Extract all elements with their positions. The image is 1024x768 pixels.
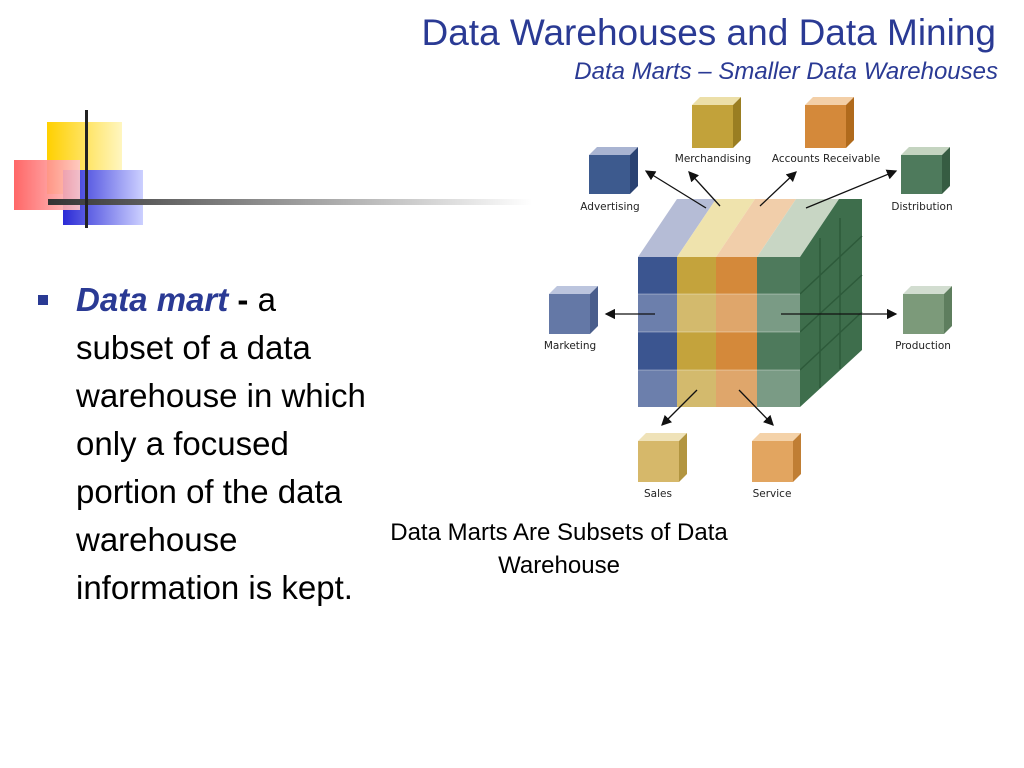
figure-caption: Data Marts Are Subsets of Data Warehouse xyxy=(390,519,728,579)
label-merchandising: Merchandising xyxy=(675,153,751,165)
data-warehouse-diagram: Merchandising Accounts Receivable Advert… xyxy=(544,97,953,500)
arrow-advertising xyxy=(644,170,707,209)
term-dash: - xyxy=(237,281,249,318)
label-advertising: Advertising xyxy=(580,201,639,213)
bullet-text: Data mart - a subset of a data warehouse… xyxy=(76,276,376,612)
decorative-squares xyxy=(14,110,532,228)
mart-cube-merchandising xyxy=(692,97,741,148)
arrow-distribution xyxy=(805,169,898,209)
warehouse-cube xyxy=(638,199,863,407)
slide-title: Data Warehouses and Data Mining xyxy=(421,12,997,53)
arrow-merchandising xyxy=(688,171,721,207)
rule-line xyxy=(48,199,532,205)
label-production: Production xyxy=(895,340,951,352)
arrow-accounts-receivable xyxy=(759,171,797,207)
mart-cube-advertising xyxy=(589,147,638,194)
label-accounts-receivable: Accounts Receivable xyxy=(772,153,880,165)
definition-text: a subset of a data warehouse in which on… xyxy=(76,281,366,606)
bullet-marker xyxy=(38,295,48,305)
arrow-sales xyxy=(661,389,698,426)
arrow-service xyxy=(738,389,774,426)
term-data-mart: Data mart xyxy=(76,281,229,318)
mart-cube-service xyxy=(752,433,801,482)
mart-cube-accounts-receivable xyxy=(805,97,854,148)
mart-cube-distribution xyxy=(901,147,950,194)
label-marketing: Marketing xyxy=(544,340,596,352)
vertical-rule xyxy=(85,110,88,228)
mart-cube-sales xyxy=(638,433,687,482)
mart-cube-production xyxy=(903,286,952,334)
label-sales: Sales xyxy=(644,488,672,500)
label-distribution: Distribution xyxy=(891,201,952,213)
slide-subtitle: Data Marts – Smaller Data Warehouses xyxy=(574,58,998,85)
mart-cube-marketing xyxy=(549,286,598,334)
label-service: Service xyxy=(753,488,792,500)
